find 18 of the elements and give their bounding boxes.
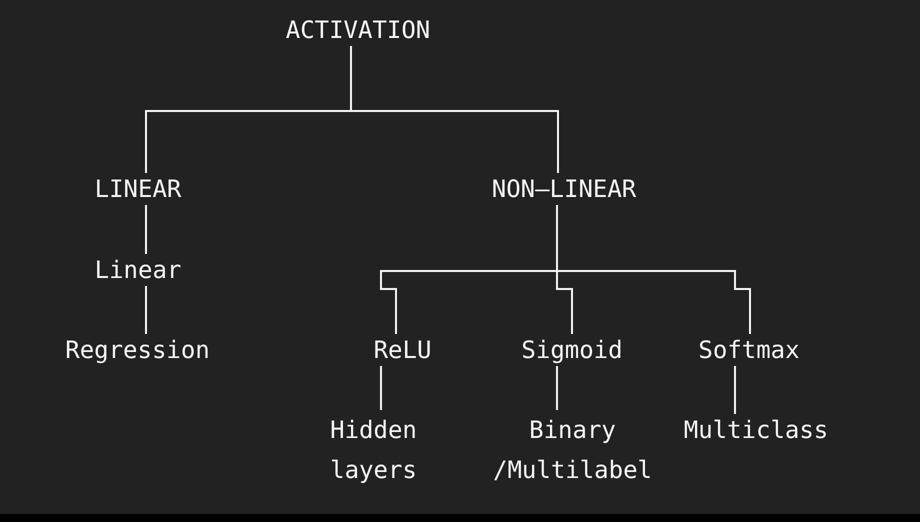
node-label: Linear: [94, 254, 182, 286]
connector-line: [350, 46, 559, 173]
node-label: Regression: [65, 334, 210, 366]
connector-line: [380, 366, 382, 410]
connector-line: [556, 366, 558, 410]
node-label: Binary /Multilabel: [493, 410, 652, 490]
connector-line: [734, 366, 736, 414]
node-label: Softmax: [698, 334, 800, 366]
node-label: NON–LINEAR: [492, 173, 636, 205]
node-label: Sigmoid: [521, 334, 623, 366]
connector-line: [145, 205, 147, 254]
node-label: Hidden layers: [330, 410, 417, 490]
connector-line: [145, 286, 147, 334]
node-label: ReLU: [374, 334, 432, 366]
connector-line: [556, 205, 751, 334]
node-label: LINEAR: [94, 173, 182, 205]
node-label: ACTIVATION: [286, 14, 430, 46]
node-label: Multiclass: [684, 414, 828, 446]
